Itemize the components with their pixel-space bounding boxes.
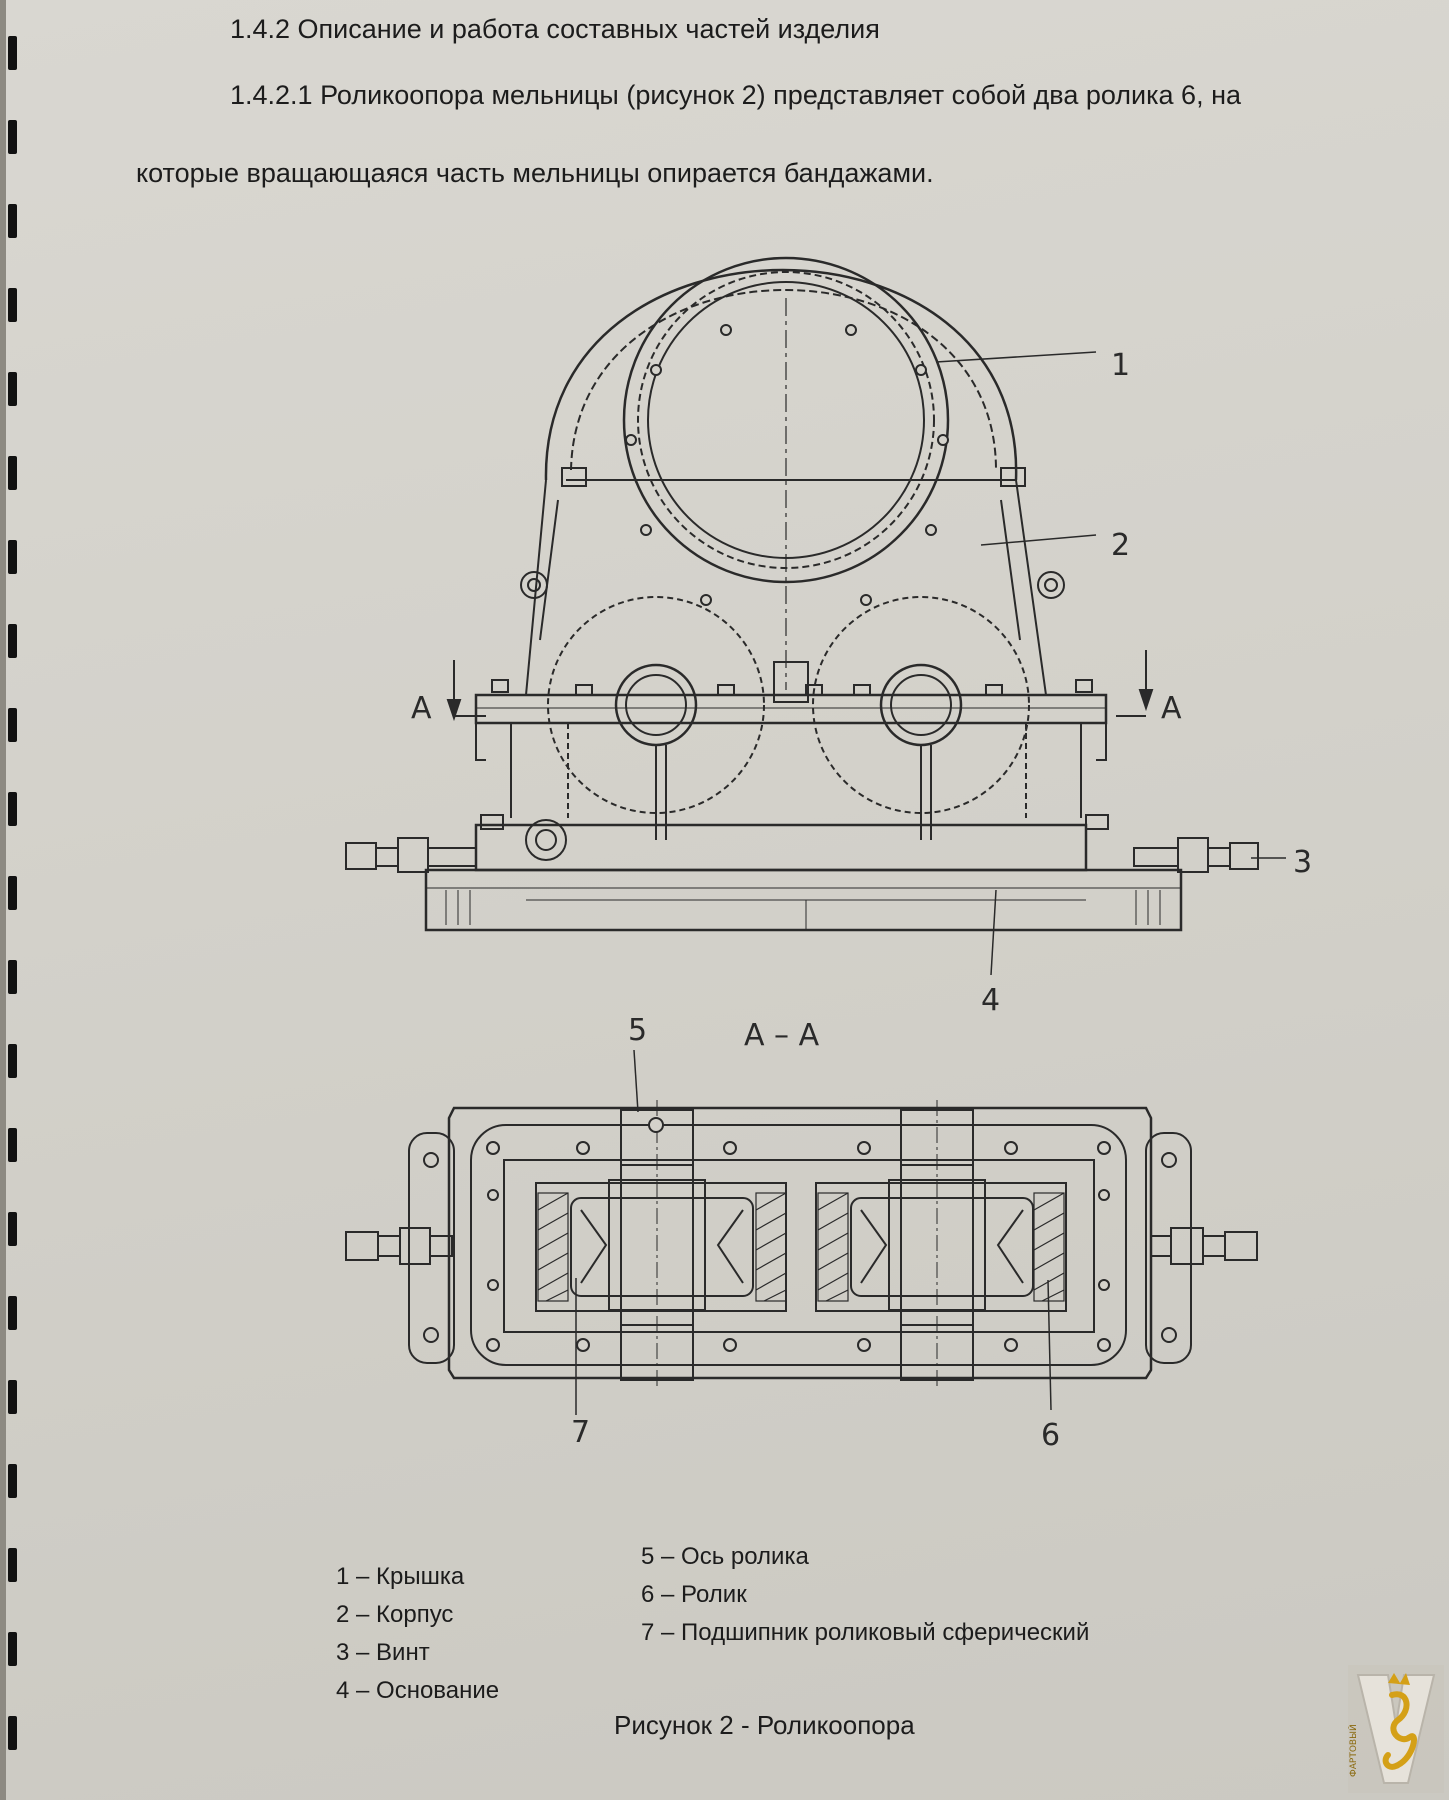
legend-item-3: 3 – Винт (336, 1639, 430, 1666)
label-6: 6 (1041, 1418, 1060, 1453)
legend-right: 5 – Ось ролика 6 – Ролик 7 – Подшипник р… (641, 1538, 1089, 1652)
document-page: 1.4.2 Описание и работа составных частей… (6, 0, 1449, 1800)
legend-item-4: 4 – Основание (336, 1677, 500, 1704)
legend-item-5: 5 – Ось ролика (641, 1543, 809, 1570)
paragraph-line-1: 1.4.2.1 Роликоопора мельницы (рисунок 2)… (230, 80, 1241, 110)
legend-item-1: 1 – Крышка (336, 1563, 465, 1590)
spiral-binding (6, 0, 20, 1800)
legend-item-2: 2 – Корпус (336, 1601, 454, 1628)
paragraph-line-2: которые вращающаяся часть мельницы опира… (136, 158, 934, 188)
section-label-left: А (411, 691, 432, 726)
watermark-text: ФАРТОВЫЙ (1348, 1724, 1359, 1777)
label-3: 3 (1293, 845, 1312, 880)
label-7: 7 (571, 1415, 590, 1450)
legend-item-6: 6 – Ролик (641, 1581, 747, 1608)
label-2: 2 (1111, 528, 1130, 563)
front-view (345, 256, 1286, 976)
legend-item-7: 7 – Подшипник роликовый сферический (641, 1619, 1090, 1646)
technical-drawing: 1 2 3 4 А А 5 А – А 7 6 (345, 256, 1312, 1453)
section-view (345, 1049, 1258, 1415)
figure-caption: Рисунок 2 - Роликоопора (614, 1710, 915, 1740)
section-heading: 1.4.2 Описание и работа составных частей… (230, 14, 880, 44)
section-title: А – А (744, 1018, 820, 1053)
section-label-right: А (1161, 691, 1182, 726)
legend-left: 1 – Крышка 2 – Корпус 3 – Винт 4 – Основ… (336, 1558, 499, 1710)
label-1: 1 (1111, 348, 1130, 383)
label-5: 5 (628, 1013, 647, 1048)
watermark-logo: ФАРТОВЫЙ (1348, 1665, 1444, 1793)
label-4: 4 (981, 983, 1000, 1018)
